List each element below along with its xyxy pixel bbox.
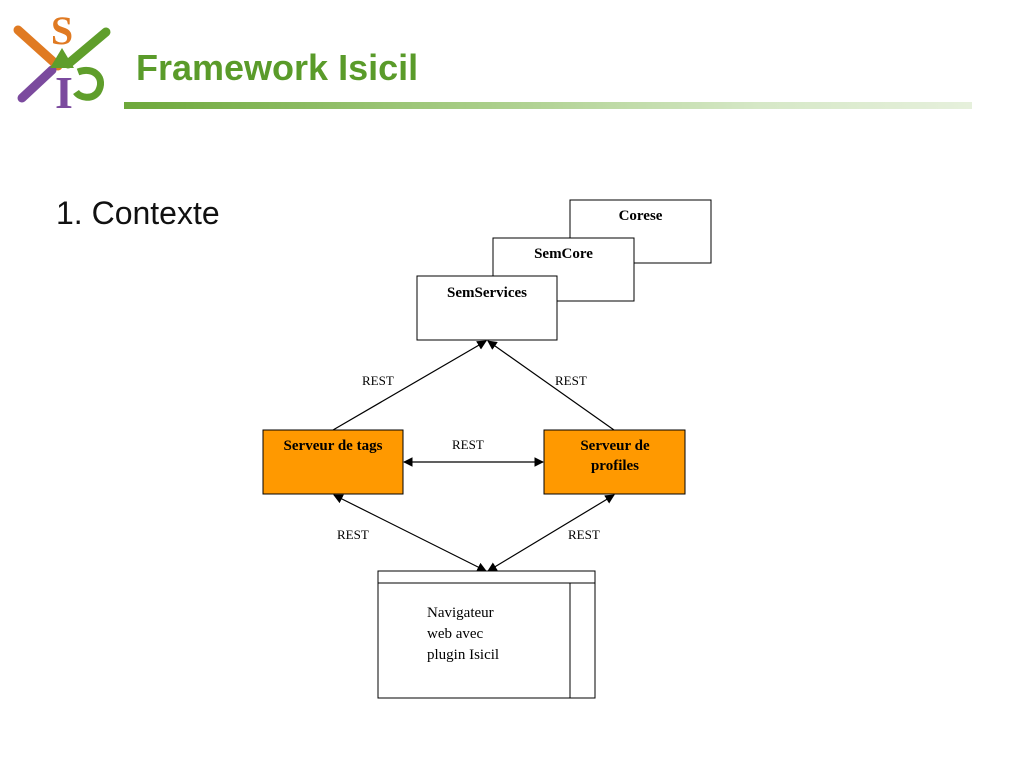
isicil-logo-icon: S I bbox=[13, 8, 111, 112]
arrow-profiles-to-semservices bbox=[487, 340, 615, 431]
svg-text:I: I bbox=[55, 67, 73, 112]
navigateur-box bbox=[377, 570, 596, 699]
serveur-tags-box bbox=[262, 429, 404, 495]
svg-text:S: S bbox=[51, 8, 73, 53]
page-title: Framework Isicil bbox=[136, 47, 419, 88]
semservices-box bbox=[416, 275, 558, 341]
section-heading: 1. Contexte bbox=[56, 195, 220, 231]
edge-label-tags-navigateur: REST bbox=[337, 527, 369, 542]
serveur-profiles-box bbox=[543, 429, 686, 495]
title-underline bbox=[124, 102, 972, 109]
semcore-label: SemCore bbox=[534, 246, 593, 262]
serveur-tags-label: Serveur de tags bbox=[283, 438, 383, 454]
arrow-tags-navigateur bbox=[333, 494, 487, 572]
edge-label-tags-profiles: REST bbox=[452, 437, 484, 452]
serveur-profiles-label: Serveur de profiles bbox=[580, 438, 650, 474]
edge-label-tags-semservices: REST bbox=[362, 373, 394, 388]
arrow-tags-to-semservices bbox=[332, 340, 487, 431]
semservices-label: SemServices bbox=[447, 285, 527, 301]
edge-label-profiles-navigateur: REST bbox=[568, 527, 600, 542]
edge-label-profiles-semservices: REST bbox=[555, 373, 587, 388]
arrow-profiles-navigateur bbox=[487, 494, 615, 572]
navigateur-label: Navigateur web avec plugin Isicil bbox=[427, 605, 500, 663]
corese-label: Corese bbox=[618, 208, 663, 224]
